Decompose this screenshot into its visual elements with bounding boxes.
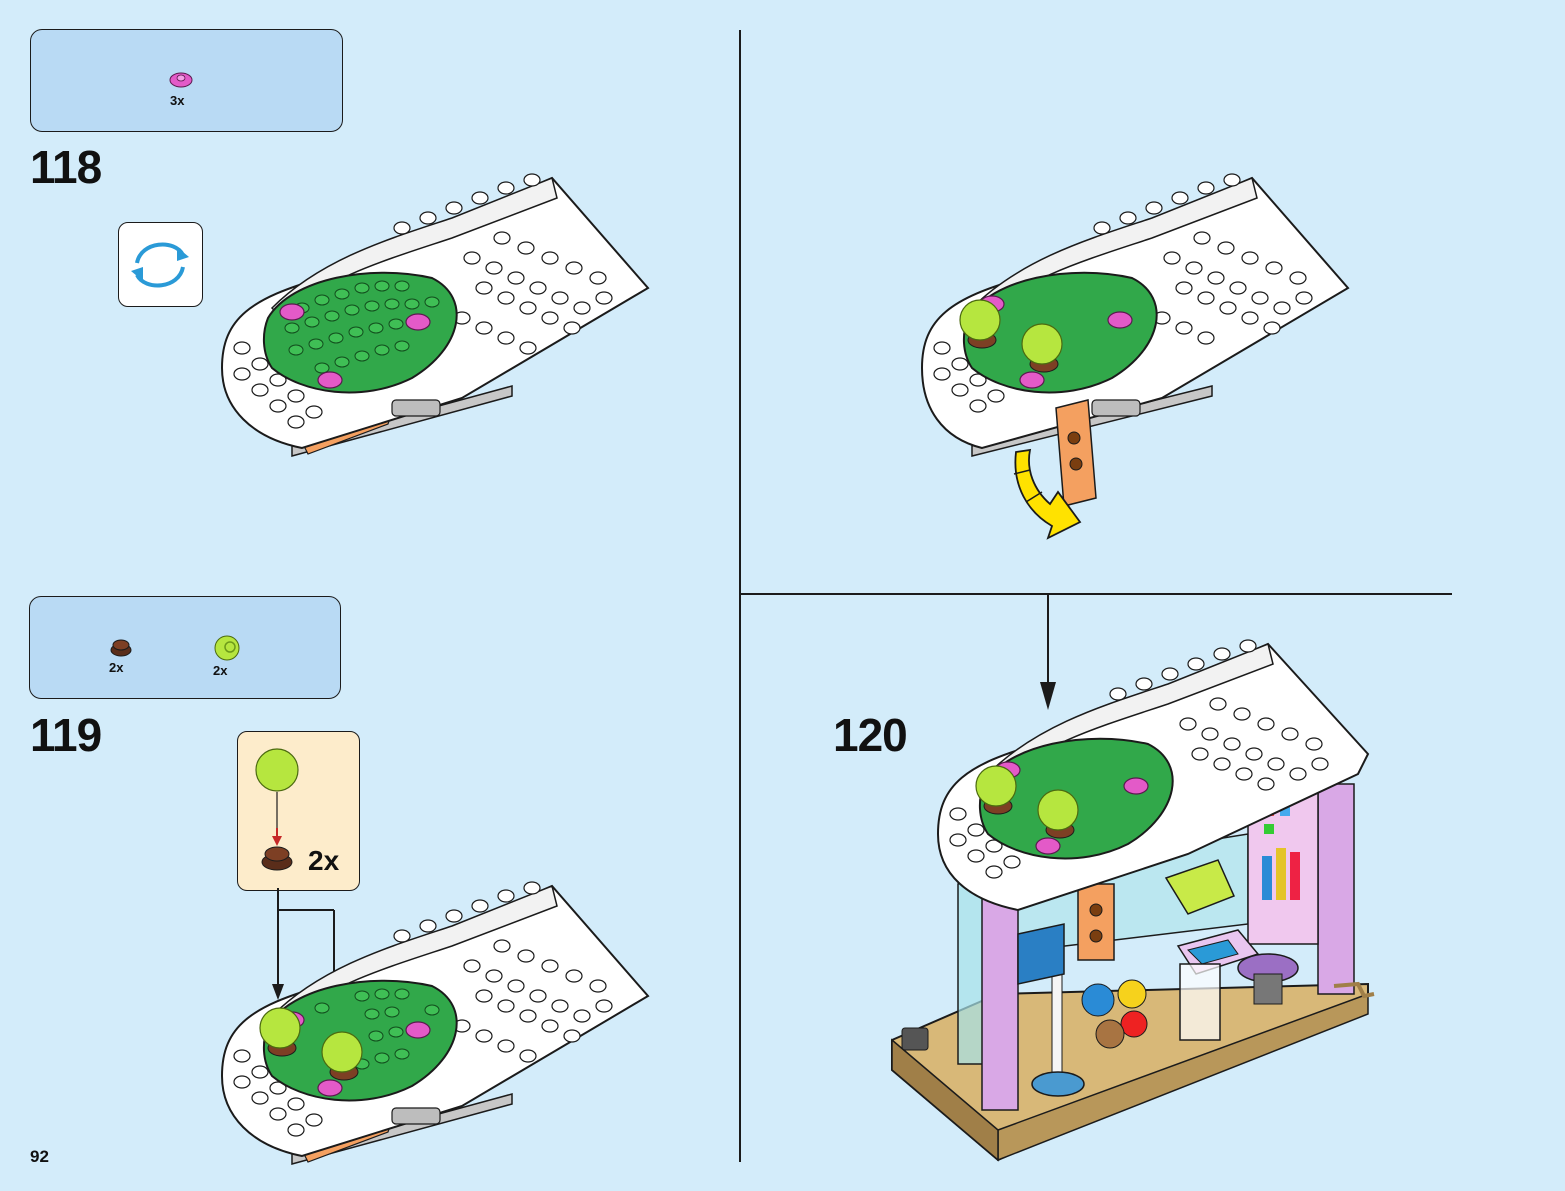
subassembly-box: 2x	[237, 731, 360, 891]
subassembly-qty: 2x	[308, 845, 340, 876]
step-number: 118	[30, 141, 102, 193]
step-number: 119	[30, 709, 102, 761]
yellow-rotation-arrow	[1013, 448, 1082, 540]
subassembly-diagram	[255, 748, 299, 871]
lime-sphere-icon	[214, 635, 240, 661]
vertical-divider	[739, 30, 741, 1162]
part-qty: 2x	[213, 663, 228, 678]
model-step-118	[220, 173, 650, 457]
parts-callout-119: 2x 2x	[29, 596, 341, 699]
subassembly-arrows	[272, 888, 340, 1000]
page-number: 92	[30, 1147, 49, 1166]
model-step-120	[891, 639, 1375, 1162]
parts-callout-118: 3x	[30, 29, 343, 132]
step-number: 120	[833, 709, 908, 761]
part-qty: 3x	[170, 93, 185, 108]
brown-round-plate-icon	[110, 639, 132, 657]
pink-flower-icon	[169, 72, 193, 88]
part-qty: 2x	[109, 660, 124, 675]
horizontal-divider	[740, 593, 1452, 595]
rotate-model-indicator	[118, 222, 203, 307]
placement-arrow	[1040, 594, 1056, 710]
rotate-arrows-icon	[131, 242, 189, 288]
model-step-119	[220, 881, 650, 1165]
model-flip-view	[920, 173, 1350, 507]
